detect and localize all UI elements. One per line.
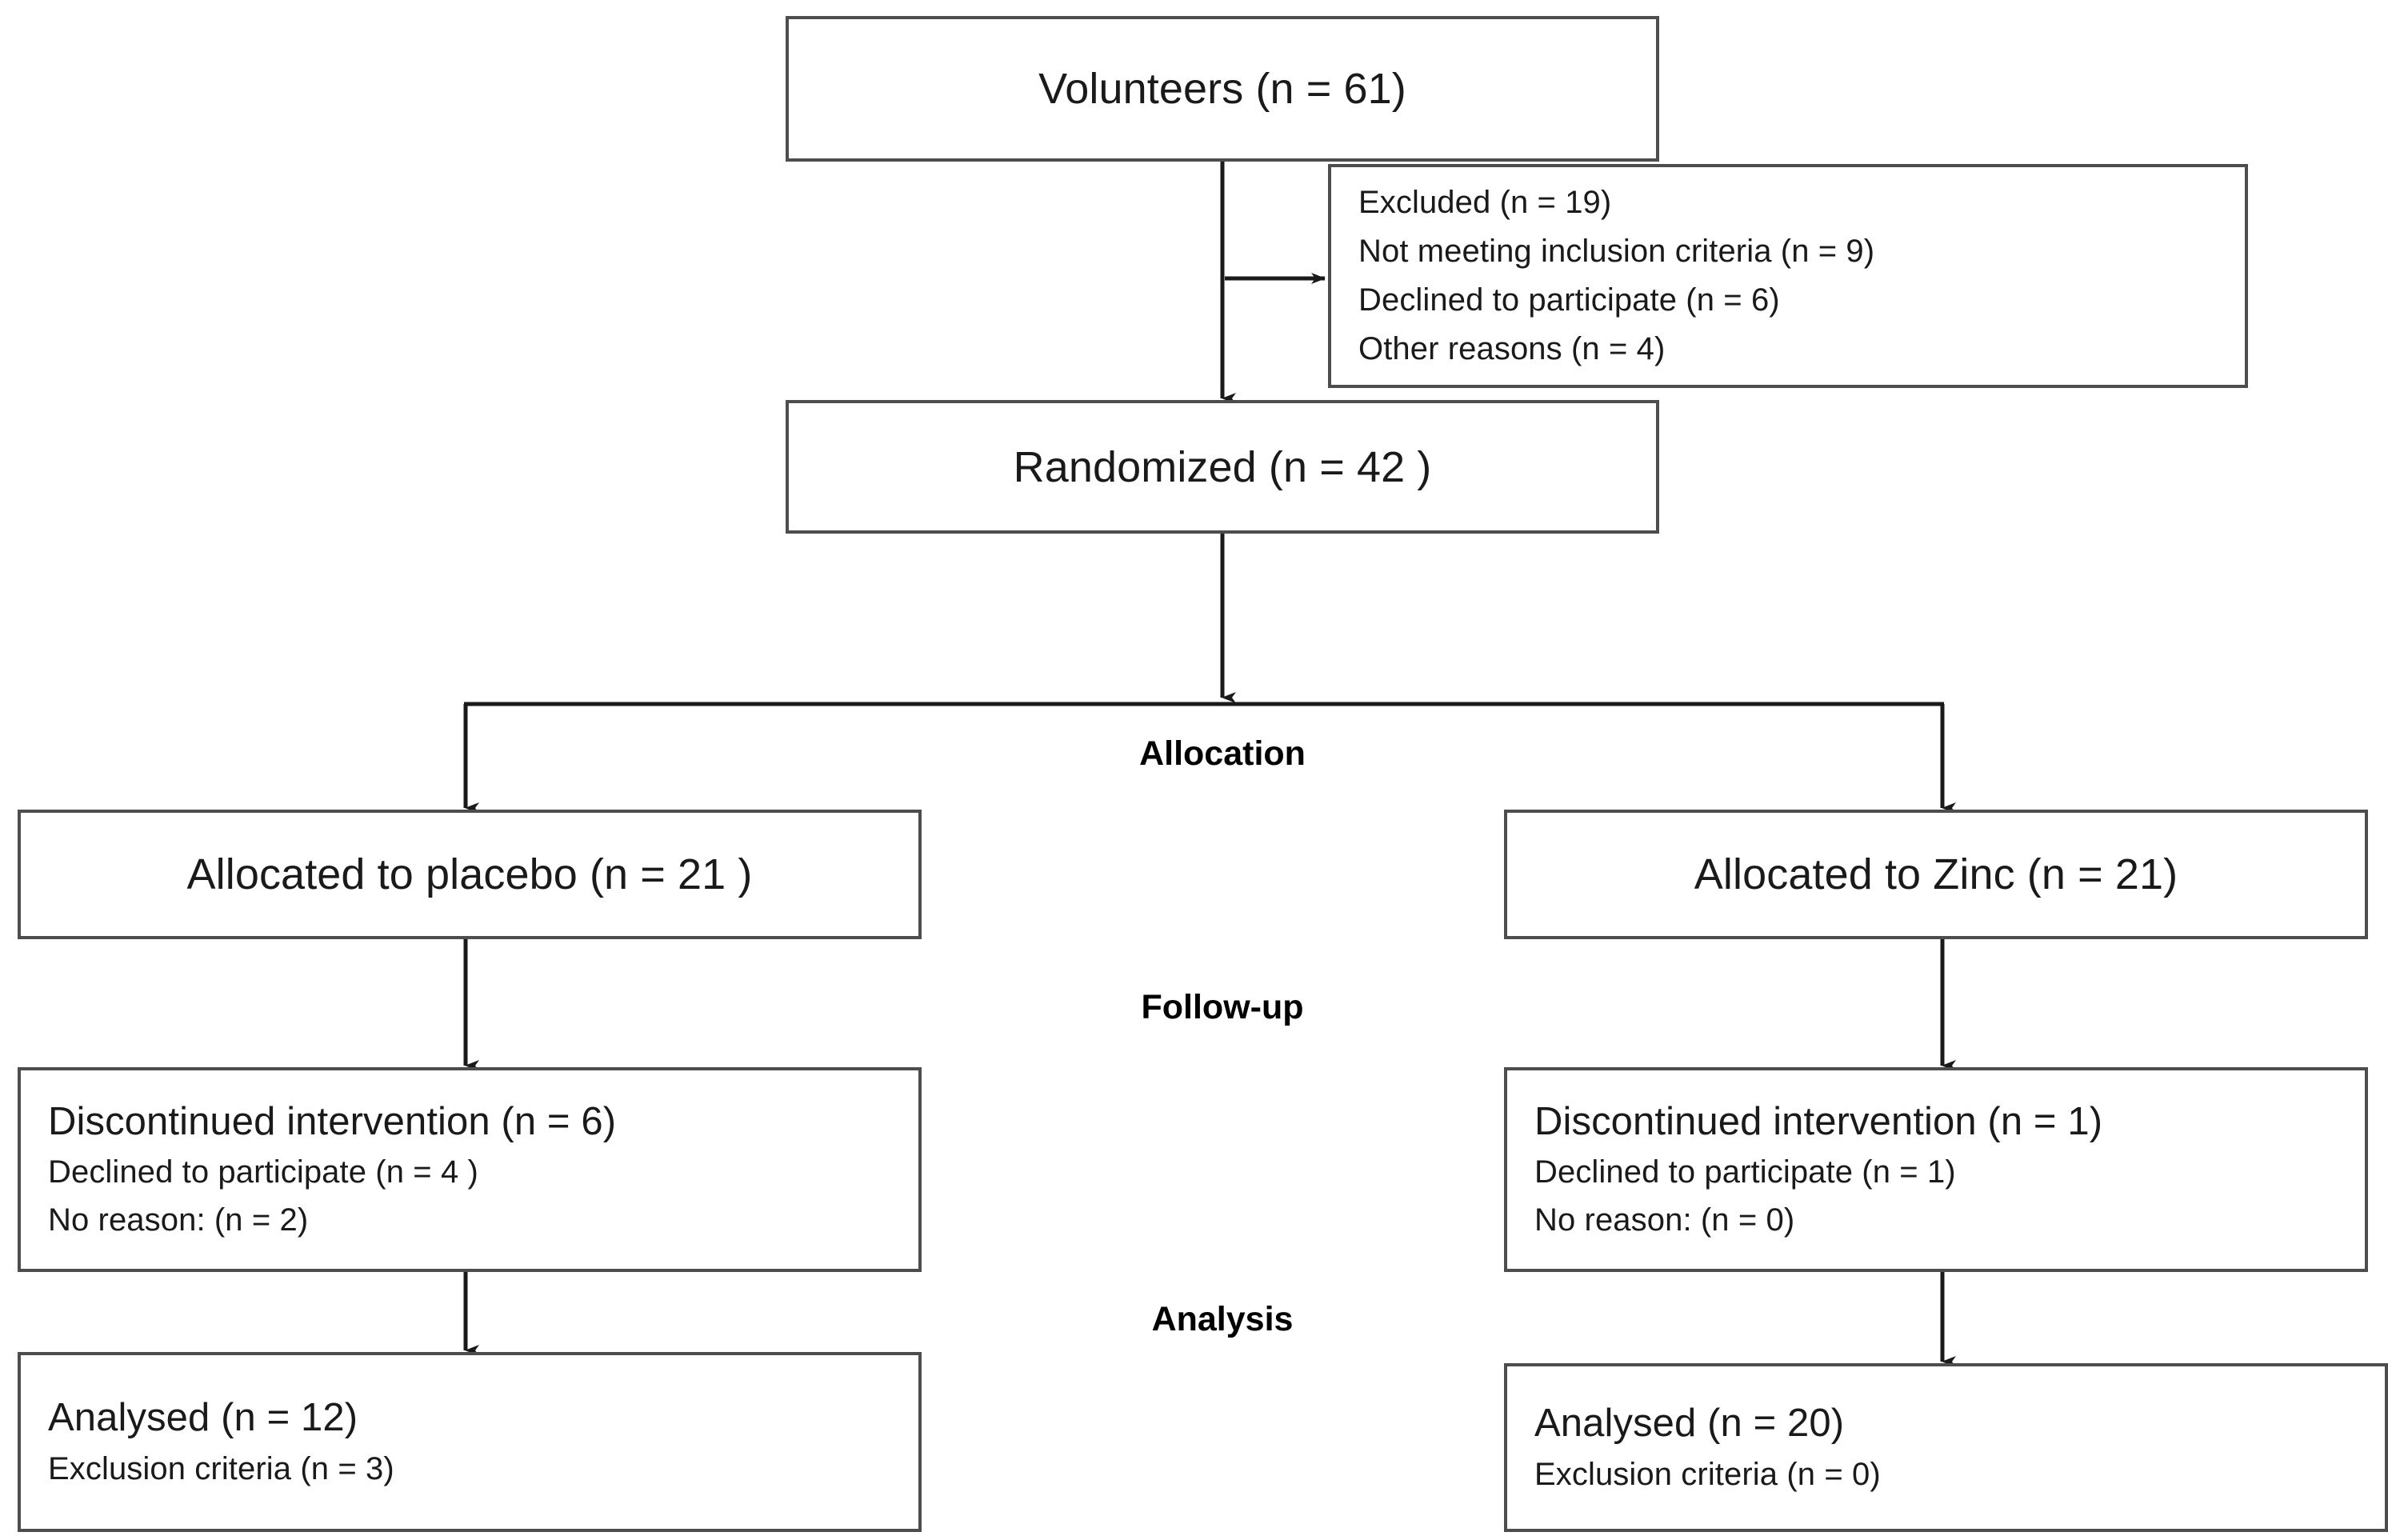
analysed-zinc-line-0: Exclusion criteria (n = 0)	[1534, 1456, 1881, 1492]
node-discontinued-zinc: Discontinued intervention (n = 1) Declin…	[1504, 1067, 2368, 1272]
discontinued-zinc-heading: Discontinued intervention (n = 1)	[1534, 1099, 2103, 1143]
node-volunteers: Volunteers (n = 61)	[786, 16, 1659, 162]
discontinued-placebo-heading: Discontinued intervention (n = 6)	[48, 1099, 617, 1143]
discontinued-zinc-line-1: No reason: (n = 0)	[1534, 1202, 1795, 1238]
excluded-line-1: Not meeting inclusion criteria (n = 9)	[1358, 234, 1875, 270]
analysed-zinc-heading: Analysed (n = 20)	[1534, 1402, 1845, 1446]
discontinued-zinc-line-0: Declined to participate (n = 1)	[1534, 1154, 1956, 1190]
discontinued-placebo-line-1: No reason: (n = 2)	[48, 1202, 309, 1238]
stage-label-allocation: Allocation	[1139, 734, 1306, 773]
node-discontinued-placebo: Discontinued intervention (n = 6) Declin…	[18, 1067, 922, 1272]
node-allocated-placebo: Allocated to placebo (n = 21 )	[18, 810, 922, 939]
discontinued-placebo-line-0: Declined to participate (n = 4 )	[48, 1154, 478, 1190]
node-analysed-placebo: Analysed (n = 12) Exclusion criteria (n …	[18, 1352, 922, 1532]
node-analysed-zinc: Analysed (n = 20) Exclusion criteria (n …	[1504, 1363, 2388, 1532]
allocated-placebo-label: Allocated to placebo (n = 21 )	[186, 850, 753, 898]
node-excluded: Excluded (n = 19) Not meeting inclusion …	[1328, 164, 2248, 388]
stage-label-followup: Follow-up	[1141, 988, 1304, 1026]
analysed-placebo-line-0: Exclusion criteria (n = 3)	[48, 1450, 394, 1486]
stage-label-analysis: Analysis	[1151, 1300, 1294, 1338]
allocated-zinc-label: Allocated to Zinc (n = 21)	[1694, 850, 2178, 898]
volunteers-label: Volunteers (n = 61)	[1038, 65, 1406, 113]
excluded-line-0: Excluded (n = 19)	[1358, 185, 1612, 221]
excluded-line-2: Declined to participate (n = 6)	[1358, 282, 1780, 318]
analysed-placebo-heading: Analysed (n = 12)	[48, 1396, 358, 1440]
node-allocated-zinc: Allocated to Zinc (n = 21)	[1504, 810, 2368, 939]
node-randomized: Randomized (n = 42 )	[786, 400, 1659, 534]
randomized-label: Randomized (n = 42 )	[1013, 442, 1432, 491]
excluded-line-3: Other reasons (n = 4)	[1358, 330, 1666, 366]
